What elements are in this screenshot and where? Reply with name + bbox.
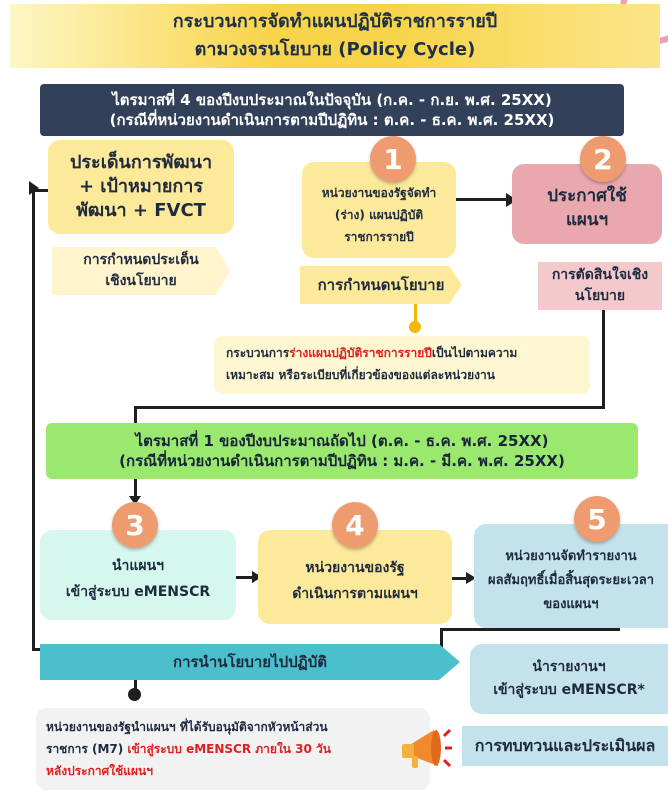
draft-note-highlight: ร่างแผนปฏิบัติราชการรายปี (289, 346, 432, 360)
deadline-note-line-2-prefix: ราชการ (M7) (46, 742, 128, 756)
development-issue-line-2: + เป้าหมายการ (78, 176, 204, 197)
line-to-q1-horizontal (134, 406, 605, 409)
review-evaluation-tag: การทบทวนและประเมินผล (462, 726, 668, 766)
line-to-q1-vertical (134, 406, 137, 424)
step3-line-1: นำแผนฯ (111, 558, 165, 574)
step1-badge: 1 (370, 136, 416, 182)
note-connector-dot (409, 321, 421, 333)
step1-line-1: หน่วยงานของรัฐจัดทำ (321, 186, 437, 200)
title-line-1: กระบวนการจัดทำแผนปฏิบัติราชการรายปี (172, 11, 498, 32)
quarter-4-line-2: (กรณีที่หน่วยงานดำเนินการตามปีปฏิทิน : ต… (109, 111, 555, 129)
arrow-head-q1-icon (129, 496, 141, 505)
development-issue-box: ประเด็นการพัฒนา + เป้าหมายการ พัฒนา + FV… (48, 140, 234, 234)
line-step5-horizontal (440, 628, 620, 631)
policy-formulation-tag: การกำหนดนโยบาย (300, 266, 462, 304)
line-implement-down (134, 676, 137, 698)
arrow-head-step4-icon (252, 571, 262, 583)
arrow-head-step2-icon (506, 193, 517, 207)
step2-badge: 2 (580, 136, 626, 182)
policy-decision-tag-line-2: นโยบาย (574, 288, 626, 304)
draft-process-note-line-1: กระบวนการร่างแผนปฏิบัติราชการรายปีเป็นไป… (226, 342, 578, 364)
step4-badge: 4 (332, 502, 378, 548)
step4-line-2: ดำเนินการตามแผนฯ (292, 586, 418, 602)
title-banner: กระบวนการจัดทำแผนปฏิบัติราชการรายปี ตามว… (10, 4, 660, 68)
report-submit-line-1: นำรายงานฯ (532, 659, 606, 675)
step5-line-2: ผลสัมฤทธิ์เมื่อสิ้นสุดระยะเวลา (487, 573, 655, 588)
draft-process-note: กระบวนการร่างแผนปฏิบัติราชการรายปีเป็นไป… (214, 336, 590, 394)
step1-line-2: (ร่าง) แผนปฏิบัติ (334, 208, 424, 222)
deadline-note-line-2: ราชการ (M7) เข้าสู่ระบบ eMENSCR ภายใน 30… (46, 738, 420, 760)
development-issue-line-3: พัฒนา + FVCT (76, 200, 206, 221)
draft-note-prefix: กระบวนการ (226, 346, 290, 360)
line-step2-down (602, 308, 605, 408)
left-loop-bottom (32, 648, 44, 651)
step2-box: ประกาศใช้ แผนฯ (512, 164, 662, 244)
quarter-4-line-1: ไตรมาสที่ 4 ของปีงบประมาณในปัจจุบัน (ก.ค… (112, 91, 552, 109)
quarter-1-banner: ไตรมาสที่ 1 ของปีงบประมาณถัดไป (ต.ค. - ธ… (46, 423, 638, 479)
line-step5-to-report (440, 628, 443, 652)
arrow-step1-to-step2 (456, 198, 512, 201)
step2-line-2: แผนฯ (565, 210, 609, 230)
policy-decision-tag: การตัดสินใจเชิง นโยบาย (538, 262, 662, 310)
step5-line-1: หน่วยงานจัดทำรายงาน (505, 549, 637, 564)
step3-line-2: เข้าสู่ระบบ eMENSCR (65, 584, 211, 600)
quarter-4-banner: ไตรมาสที่ 4 ของปีงบประมาณในปัจจุบัน (ก.ค… (40, 84, 624, 136)
report-submit-line-2: เข้าสู่ระบบ eMENSCR* (493, 682, 645, 698)
arrow-step4-to-step5 (452, 577, 470, 580)
step5-badge: 5 (574, 496, 620, 542)
draft-process-note-line-2: เหมาะสม หรือระเบียบที่เกี่ยวข้องของแต่ละ… (226, 368, 495, 382)
megaphone-icon (402, 728, 452, 768)
policy-decision-tag-line-1: การตัดสินใจเชิง (551, 267, 649, 283)
report-submit-box: นำรายงานฯ เข้าสู่ระบบ eMENSCR* (470, 644, 668, 714)
step5-box: หน่วยงานจัดทำรายงาน ผลสัมฤทธิ์เมื่อสิ้นส… (474, 524, 668, 628)
left-loop-arrow-icon (29, 181, 39, 195)
policy-issue-tag-line-2: เชิงนโยบาย (105, 273, 177, 289)
note-connector-line (414, 300, 417, 326)
left-loop-vertical (32, 190, 35, 650)
development-issue-line-1: ประเด็นการพัฒนา (69, 152, 213, 173)
quarter-1-line-2: (กรณีที่หน่วยงานดำเนินการตามปีปฏิทิน : ม… (119, 452, 565, 470)
policy-issue-tag-line-1: การกำหนดประเด็น (83, 252, 199, 268)
draft-note-suffix: เป็นไปตามความ (431, 346, 518, 360)
submission-deadline-note: หน่วยงานของรัฐนำแผนฯ ที่ได้รับอนุมัติจาก… (36, 708, 430, 790)
deadline-note-line-3: หลังประกาศใช้แผนฯ (46, 764, 153, 778)
title-line-2: ตามวงจรนโยบาย (Policy Cycle) (194, 39, 476, 60)
step1-box: หน่วยงานของรัฐจัดทำ (ร่าง) แผนปฏิบัติ รา… (302, 162, 456, 258)
arrow-step3-to-step4 (236, 576, 258, 579)
policy-issue-tag: การกำหนดประเด็น เชิงนโยบาย (52, 247, 230, 295)
line-q1-down (134, 479, 137, 499)
arrow-head-step5-icon (466, 572, 476, 584)
step4-line-1: หน่วยงานของรัฐ (305, 560, 405, 576)
step1-line-3: ราชการรายปี (344, 230, 414, 244)
quarter-1-line-1: ไตรมาสที่ 1 ของปีงบประมาณถัดไป (ต.ค. - ธ… (135, 432, 549, 450)
step3-badge: 3 (112, 502, 158, 548)
implement-dot (128, 688, 141, 701)
left-loop-top (32, 189, 48, 192)
deadline-note-line-1: หน่วยงานของรัฐนำแผนฯ ที่ได้รับอนุมัติจาก… (46, 720, 328, 734)
policy-implementation-tag: การนำนโยบายไปปฏิบัติ (40, 644, 460, 680)
deadline-note-line-2-highlight: เข้าสู่ระบบ eMENSCR ภายใน 30 วัน (127, 742, 332, 756)
step2-line-1: ประกาศใช้ (547, 186, 627, 206)
step5-line-3: ของแผนฯ (543, 597, 599, 612)
